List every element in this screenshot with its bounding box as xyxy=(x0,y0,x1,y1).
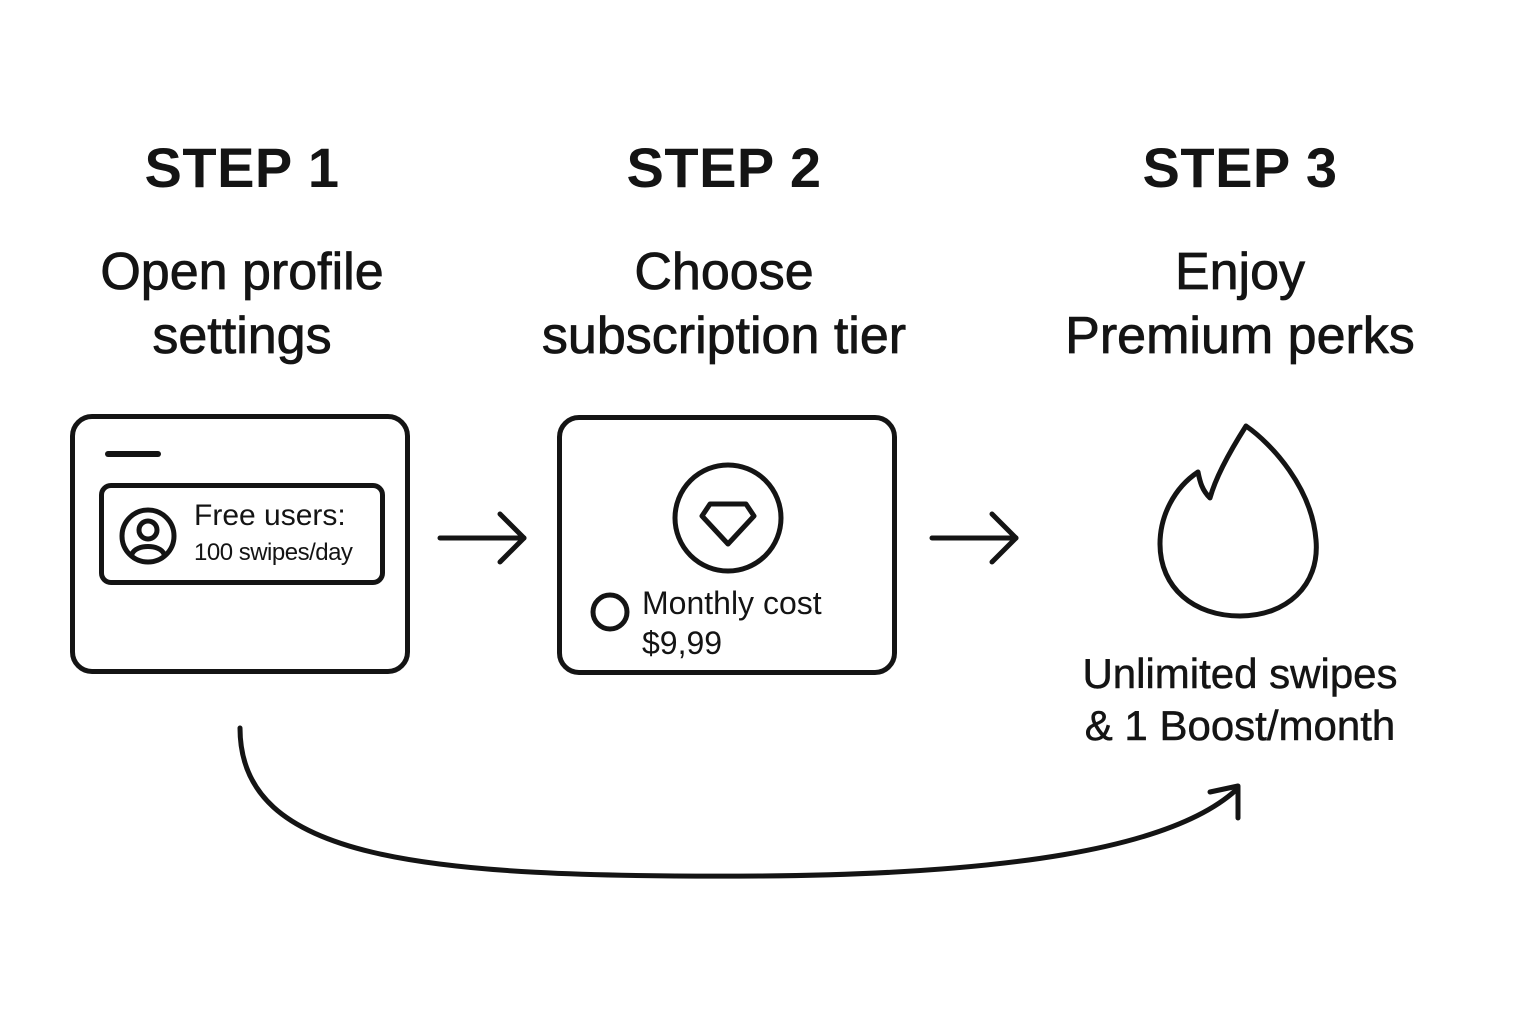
step-1-description-line: Open profile xyxy=(100,243,384,302)
menu-bar-icon xyxy=(105,451,161,457)
step-3-description: Enjoy Premium perks xyxy=(1010,240,1470,368)
flame-icon xyxy=(1157,423,1319,619)
step-2-description-line: subscription tier xyxy=(541,307,907,366)
diamond-gem-icon xyxy=(672,462,784,574)
monthly-cost-value: $9,99 xyxy=(642,625,723,661)
step-2-description-line: Choose xyxy=(634,243,814,302)
premium-perks-text: Unlimited swipes & 1 Boost/month xyxy=(1030,648,1450,752)
step-3-description-line: Premium perks xyxy=(1065,307,1415,366)
free-users-limit: 100 swipes/day xyxy=(194,539,353,566)
step-3-title: STEP 3 xyxy=(1142,136,1338,199)
step-2-description: Choose subscription tier xyxy=(494,240,954,368)
profile-settings-card: Free users: 100 swipes/day xyxy=(70,414,410,674)
subscription-tier-card: Monthly cost $9,99 xyxy=(557,415,897,675)
step-1-description: Open profile settings xyxy=(12,240,472,368)
premium-perks-line: Unlimited swipes xyxy=(1082,650,1398,698)
monthly-cost-label: Monthly cost xyxy=(642,585,822,621)
arrow-right-icon xyxy=(437,511,527,565)
premium-perks-line: & 1 Boost/month xyxy=(1084,702,1396,750)
step-1-title: STEP 1 xyxy=(144,136,340,199)
step-2-title: STEP 2 xyxy=(626,136,822,199)
step-3-description-line: Enjoy xyxy=(1174,243,1306,302)
free-users-panel: Free users: 100 swipes/day xyxy=(99,483,385,585)
radio-circle-icon xyxy=(590,592,630,632)
free-users-label: Free users: xyxy=(194,499,346,532)
user-avatar-icon xyxy=(119,507,177,565)
step-1-description-line: settings xyxy=(152,307,332,366)
arrow-right-icon xyxy=(929,511,1019,565)
